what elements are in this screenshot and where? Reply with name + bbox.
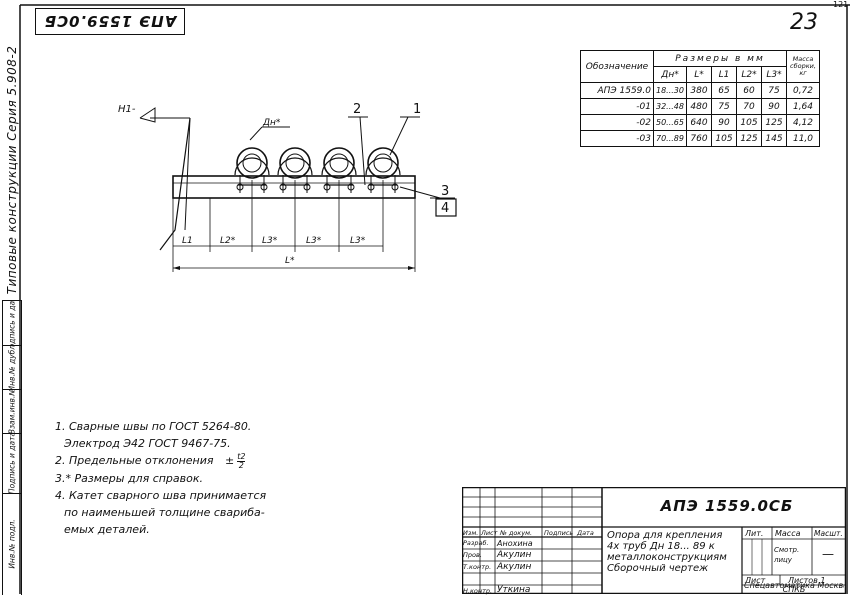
label-part-3: 3 bbox=[441, 184, 450, 199]
assembly-drawing bbox=[139, 107, 457, 272]
note-line: Электрод Э42 ГОСТ 9467-75. bbox=[64, 437, 231, 450]
corner-mark: 121 bbox=[833, 0, 849, 9]
dim-l1: L1 bbox=[182, 236, 193, 246]
dim-l: L* bbox=[285, 256, 295, 266]
organization: СПКБ bbox=[782, 585, 806, 594]
product-name-line: Сборочный чертеж bbox=[607, 563, 709, 574]
col-designation: Обозначение bbox=[580, 50, 654, 83]
person-name: Анохина bbox=[497, 539, 533, 548]
sub-header: L1 bbox=[711, 66, 737, 83]
margin-strip: Подпись и дата Инв.№ дубл. Взам.инв.№ По… bbox=[2, 300, 22, 595]
dim-l3: L3* bbox=[306, 236, 322, 246]
label-dn: Дн* bbox=[263, 118, 281, 128]
scale-value: — bbox=[822, 547, 834, 561]
title-block: АПЭ 1559.0СБ Изм. Лист № докум. Подпись … bbox=[462, 487, 846, 595]
callout-h1: Н1- bbox=[118, 104, 136, 115]
plus-minus-sign: ± bbox=[225, 454, 235, 467]
page-number: 23 bbox=[790, 10, 818, 35]
label-part-2: 2 bbox=[353, 102, 362, 117]
person-name: Уткина bbox=[497, 585, 531, 595]
label-part-4: 4 bbox=[441, 201, 450, 216]
col-mass: Масса сборки, кг bbox=[786, 50, 820, 83]
table-row: -01 32...48 480 75 70 90 1,64 bbox=[580, 98, 820, 115]
note-line: 4. Катет сварного шва принимается bbox=[55, 488, 267, 502]
note-line: емых деталей. bbox=[64, 522, 150, 536]
product-name-line: 4х труб Дн 18... 89 к bbox=[607, 541, 715, 552]
table-header-row: Обозначение Размеры в мм Масса сборки, к… bbox=[580, 50, 820, 83]
margin-cell: Подпись и дата bbox=[3, 301, 21, 346]
role-label: Т.контр. bbox=[463, 563, 492, 571]
pipe-clamp bbox=[234, 147, 270, 193]
dimensions-table: Обозначение Размеры в мм Масса сборки, к… bbox=[580, 50, 820, 147]
sheet-label: Лист bbox=[745, 576, 766, 585]
title-block-grid bbox=[462, 487, 846, 594]
sub-header: Дн* bbox=[653, 66, 687, 83]
table-row: -02 50...65 640 90 105 125 4,12 bbox=[580, 114, 820, 131]
label-part-1: 1 bbox=[413, 102, 422, 117]
dim-l3: L3* bbox=[262, 236, 278, 246]
table-row: -03 70...89 760 105 125 145 11,0 bbox=[580, 130, 820, 147]
margin-cell: Взам.инв.№ bbox=[3, 389, 21, 434]
margin-cell: Инв.№ дубл. bbox=[3, 345, 21, 390]
mass-label: Масса bbox=[775, 529, 801, 538]
sub-header: L3* bbox=[761, 66, 787, 83]
note-line: 3.* Размеры для справок. bbox=[55, 471, 204, 485]
sub-header: L2* bbox=[736, 66, 762, 83]
organization-name: Спецавтоматика Москва bbox=[744, 582, 844, 590]
margin-cell: Инв.№ подл. bbox=[7, 518, 17, 569]
technical-notes: 1. Сварные швы по ГОСТ 5264-80. Электрод… bbox=[55, 418, 355, 538]
note-line: 1. Сварные швы по ГОСТ 5264-80. bbox=[55, 420, 252, 433]
person-name: Акулин bbox=[497, 562, 532, 572]
mass-value: Смотр. лицу bbox=[774, 546, 800, 564]
scale-label: Масшт. bbox=[814, 529, 843, 538]
sub-header: L* bbox=[686, 66, 712, 83]
table-subheader-row: Дн* L* L1 L2* L3* bbox=[581, 66, 820, 83]
product-name-line: металлоконструкциям bbox=[607, 552, 727, 563]
note-line: по наименьшей толщине свариба- bbox=[64, 505, 265, 519]
dim-l3: L3* bbox=[350, 236, 366, 246]
title-block-doc-code: АПЭ 1559.0СБ bbox=[660, 497, 794, 515]
col-sizes: Размеры в мм bbox=[653, 50, 787, 67]
pipe-clamp bbox=[365, 147, 401, 193]
sheets-count: Листов 1 bbox=[788, 576, 826, 585]
table-row: АПЭ 1559.0 18...30 380 65 60 75 0,72 bbox=[580, 82, 820, 99]
margin-cell: Подпись и дата bbox=[3, 433, 21, 494]
lit-label: Лит. bbox=[745, 529, 764, 538]
role-label: Н.контр. bbox=[463, 587, 493, 595]
pipe-clamp bbox=[277, 147, 313, 193]
product-name-line: Опора для крепления bbox=[607, 530, 723, 541]
person-name: Акулин bbox=[497, 550, 532, 560]
role-label: Разраб. bbox=[463, 539, 489, 547]
role-label: Пров. bbox=[463, 551, 482, 559]
pipe-clamp bbox=[321, 147, 357, 193]
dim-l2: L2* bbox=[220, 236, 236, 246]
inverted-stamp: АПЭ 1559.0СБ bbox=[35, 8, 185, 35]
